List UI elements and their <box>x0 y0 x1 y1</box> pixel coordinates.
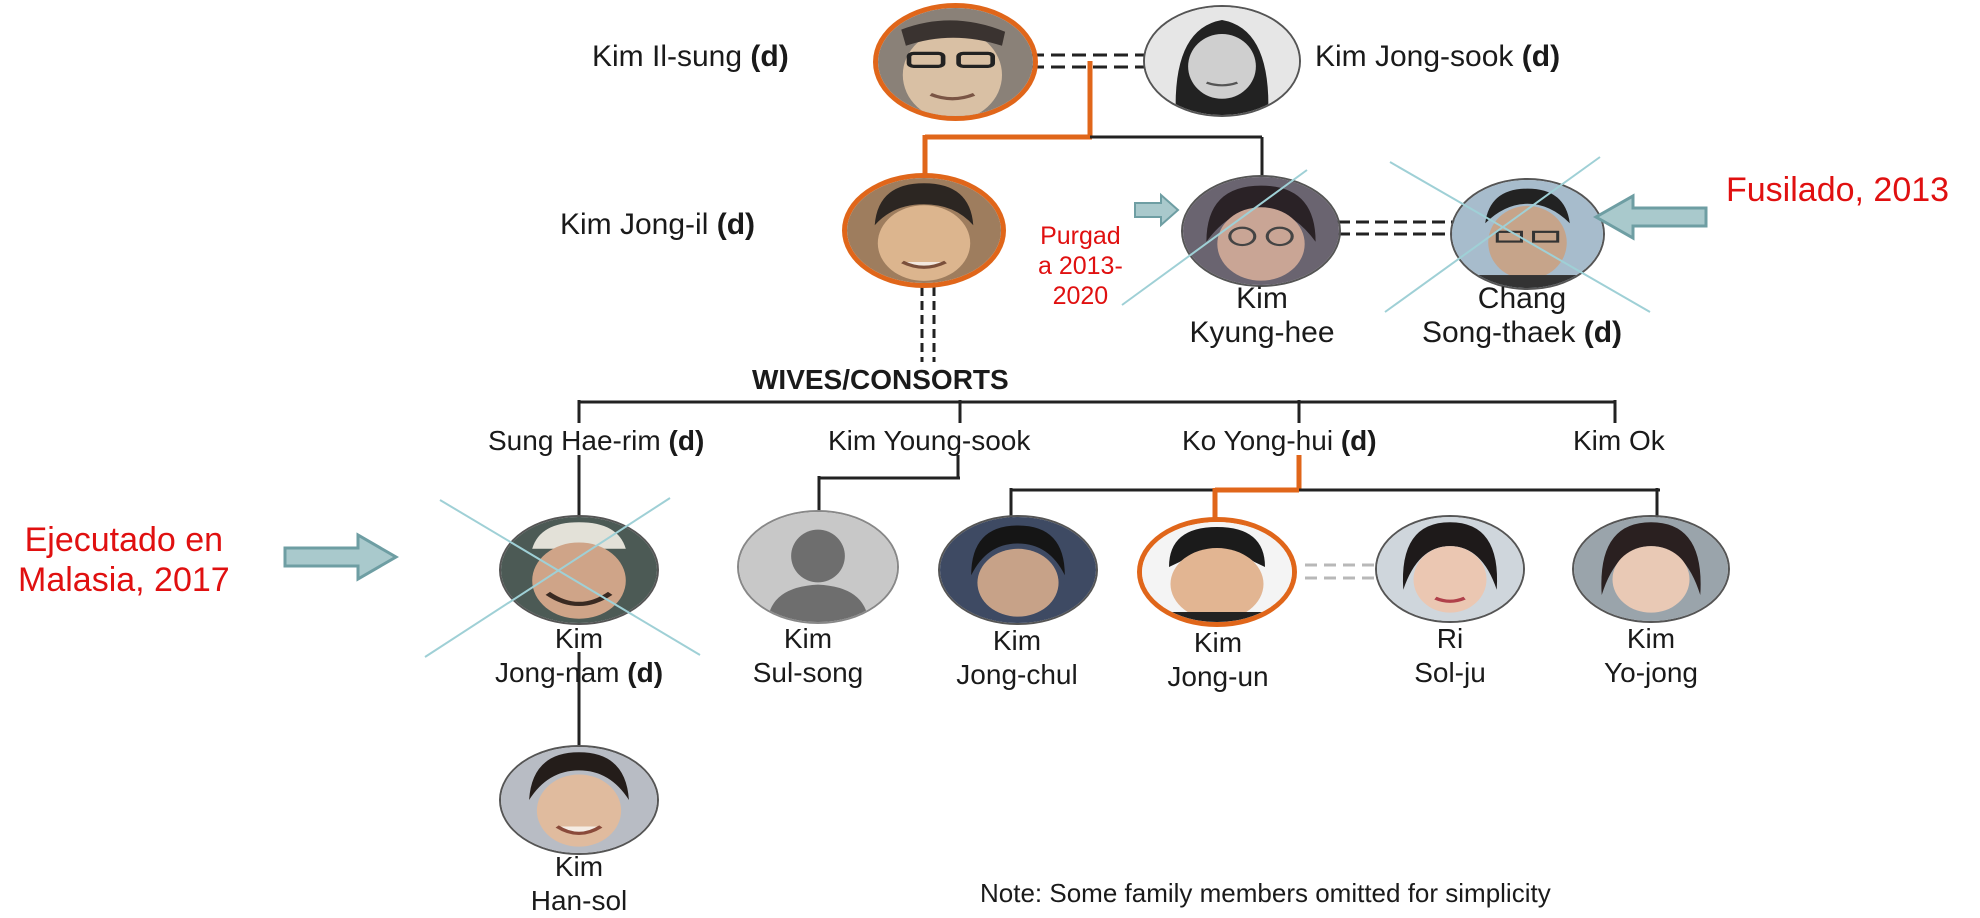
marriage-il-sung <box>1030 53 1145 69</box>
silhouette-icon <box>739 512 897 622</box>
marriage-kyung-hee <box>1337 220 1455 236</box>
consorts-header: WIVES/CONSORTS <box>752 364 1009 395</box>
photo-kim-yo-jong <box>1572 515 1730 623</box>
label-kim-jong-un: Kim Jong-un <box>1167 627 1269 692</box>
label-kim-han-sol: Kim Han-sol <box>530 851 628 916</box>
annotation-fusilado: Fusilado, 2013 <box>1726 171 1950 209</box>
portrait-icon <box>1574 517 1728 621</box>
arrow-icon <box>283 532 399 582</box>
portrait-icon <box>940 517 1096 623</box>
label-kim-jong-nam: Kim Jong-nam (d) <box>494 623 664 688</box>
footnote: Note: Some family members omitted for si… <box>980 878 1551 908</box>
portrait-icon <box>501 747 657 853</box>
photo-kim-kyung-hee <box>1181 175 1341 287</box>
portrait-icon <box>1145 7 1299 115</box>
label-kim-ok: Kim Ok <box>1573 425 1665 456</box>
cross-out-chang <box>1384 156 1651 313</box>
label-kim-young-sook: Kim Young-sook <box>828 425 1031 456</box>
photo-kim-jong-il <box>842 173 1006 288</box>
label-ri-sol-ju: Ri Sol-ju <box>1414 623 1486 688</box>
photo-kim-jong-chul <box>938 515 1098 625</box>
annotation-purgada: Purgad a 2013- 2020 <box>1038 222 1123 310</box>
photo-kim-jong-sook <box>1143 5 1301 117</box>
cross-out-kyung-hee <box>1121 169 1308 306</box>
portrait-icon <box>847 178 1001 283</box>
label-kim-jong-sook: Kim Jong-sook (d) <box>1315 40 1561 73</box>
annotation-ejecutado: Ejecutado en Malasia, 2017 <box>18 521 230 599</box>
photo-kim-sul-song <box>737 510 899 624</box>
arrow-icon <box>1593 193 1708 241</box>
label-kim-sul-song: Kim Sul-song <box>752 623 864 688</box>
marriage-jong-un <box>1305 563 1385 580</box>
arrow-icon <box>1134 192 1180 228</box>
label-chang-song-thaek: Chang Song-thaek (d) <box>1421 282 1623 349</box>
photo-kim-il-sung <box>873 3 1038 121</box>
label-kim-jong-chul: Kim Jong-chul <box>956 625 1078 690</box>
label-kim-jong-il: Kim Jong-il (d) <box>560 208 756 241</box>
label-kim-kyung-hee: Kim Kyung-hee <box>1189 282 1335 349</box>
photo-kim-han-sol <box>499 745 659 855</box>
photo-ri-sol-ju <box>1375 515 1525 623</box>
label-ko-yong-hui: Ko Yong-hui (d) <box>1182 425 1377 456</box>
portrait-icon <box>1377 517 1523 621</box>
cross-out-jong-nam <box>424 497 701 658</box>
portrait-icon <box>878 8 1033 116</box>
jong-il-consorts-link <box>920 287 936 362</box>
portrait-icon <box>1183 177 1339 285</box>
label-sung-hae-rim: Sung Hae-rim (d) <box>488 425 705 456</box>
label-kim-il-sung: Kim Il-sung (d) <box>592 40 789 73</box>
photo-kim-jong-un <box>1137 517 1297 627</box>
label-kim-yo-jong: Kim Yo-jong <box>1604 623 1698 688</box>
portrait-icon <box>1142 522 1292 622</box>
